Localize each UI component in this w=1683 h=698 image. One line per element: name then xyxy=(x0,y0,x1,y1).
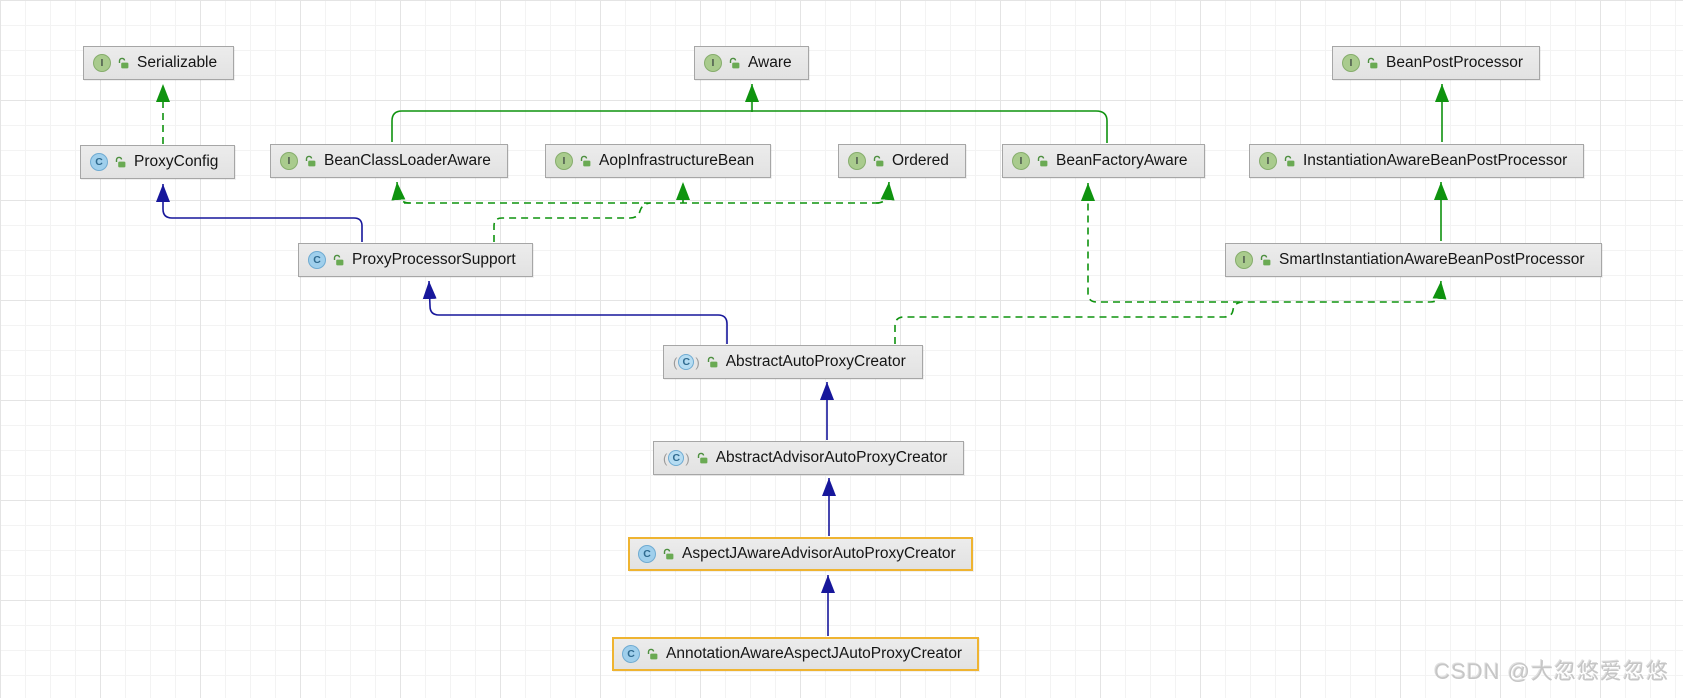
node-annotationawareaspectjautoproxycreator[interactable]: C AnnotationAwareAspectJAutoProxyCreator xyxy=(612,637,980,671)
interface-icon: I xyxy=(1235,251,1253,269)
interface-icon: I xyxy=(93,54,111,72)
lock-icon xyxy=(1036,155,1049,168)
edge-aapc-extends-pps[interactable] xyxy=(422,280,728,344)
node-aopinfrastructurebean[interactable]: I AopInfrastructureBean xyxy=(545,144,772,178)
edge-pps-implements-beanclassloaderaware[interactable] xyxy=(391,181,411,204)
interface-icon: I xyxy=(1342,54,1360,72)
class-icon: C xyxy=(622,645,640,663)
node-beanpostprocessor[interactable]: I BeanPostProcessor xyxy=(1332,46,1540,80)
node-proxyconfig[interactable]: C ProxyConfig xyxy=(80,145,236,179)
class-name-label: AbstractAutoProxyCreator xyxy=(725,353,906,370)
edge-pps-extends-proxyconfig[interactable] xyxy=(156,184,363,242)
class-name-label: BeanFactoryAware xyxy=(1056,152,1188,169)
lock-icon xyxy=(646,648,659,661)
class-name-label: Ordered xyxy=(892,152,949,169)
class-name-label: AopInfrastructureBean xyxy=(599,152,755,169)
edge-aapc-implements-beanfactoryaware[interactable] xyxy=(1081,183,1240,303)
class-name-label: AspectJAwareAdvisorAutoProxyCreator xyxy=(682,545,956,562)
node-aware[interactable]: I Aware xyxy=(694,46,809,80)
lock-icon xyxy=(696,452,709,465)
class-name-label: ProxyProcessorSupport xyxy=(352,251,516,268)
class-name-label: AnnotationAwareAspectJAutoProxyCreator xyxy=(666,645,963,662)
node-serializable[interactable]: I Serializable xyxy=(83,46,235,80)
interface-icon: I xyxy=(1012,152,1030,170)
lock-icon xyxy=(579,155,592,168)
class-name-label: SmartInstantiationAwareBeanPostProcessor xyxy=(1279,251,1585,268)
interface-icon: I xyxy=(704,54,722,72)
abstract-class-icon: C xyxy=(673,354,700,370)
node-beanclassloaderaware[interactable]: I BeanClassLoaderAware xyxy=(270,144,508,178)
class-name-label: Aware xyxy=(748,54,792,71)
edge-aapc-implements-smartinstantiationawarebpp[interactable] xyxy=(894,280,1447,344)
lock-icon xyxy=(1259,254,1272,267)
lock-icon xyxy=(304,155,317,168)
interface-icon: I xyxy=(1259,152,1277,170)
class-name-label: BeanPostProcessor xyxy=(1386,54,1523,71)
abstract-class-icon: C xyxy=(663,450,690,466)
edge-aware-trunk[interactable] xyxy=(391,110,1108,143)
node-instantiationawarebeanpostprocessor[interactable]: I InstantiationAwareBeanPostProcessor xyxy=(1249,144,1585,178)
interface-icon: I xyxy=(280,152,298,170)
lock-icon xyxy=(1366,57,1379,70)
node-ordered[interactable]: I Ordered xyxy=(838,144,966,178)
node-aspectjawareadvisorautoproxycreator[interactable]: C AspectJAwareAdvisorAutoProxyCreator xyxy=(628,537,973,571)
class-name-label: InstantiationAwareBeanPostProcessor xyxy=(1303,152,1568,169)
edge-pps-implements-ordered[interactable] xyxy=(875,181,895,204)
lock-icon xyxy=(728,57,741,70)
class-name-label: AbstractAdvisorAutoProxyCreator xyxy=(715,449,948,466)
node-proxyprocessorsupport[interactable]: C ProxyProcessorSupport xyxy=(298,243,533,277)
class-icon: C xyxy=(638,545,656,563)
lock-icon xyxy=(706,356,719,369)
lock-icon xyxy=(1283,155,1296,168)
class-name-label: ProxyConfig xyxy=(134,153,219,170)
node-smartinstantiationawarebeanpostprocessor[interactable]: I SmartInstantiationAwareBeanPostProcess… xyxy=(1225,243,1602,277)
lock-icon xyxy=(872,155,885,168)
node-abstractautoproxycreator[interactable]: C AbstractAutoProxyCreator xyxy=(663,345,923,379)
class-name-label: BeanClassLoaderAware xyxy=(324,152,491,169)
lock-icon xyxy=(332,254,345,267)
interface-icon: I xyxy=(848,152,866,170)
node-abstractadvisorautoproxycreator[interactable]: C AbstractAdvisorAutoProxyCreator xyxy=(653,441,965,475)
csdn-watermark: CSDN @大忽悠爱忽悠 xyxy=(1434,659,1669,684)
class-icon: C xyxy=(90,153,108,171)
edge-pps-implements-feeder[interactable] xyxy=(493,202,651,242)
lock-icon xyxy=(117,57,130,70)
interface-icon: I xyxy=(555,152,573,170)
class-icon: C xyxy=(308,251,326,269)
node-beanfactoryaware[interactable]: I BeanFactoryAware xyxy=(1002,144,1205,178)
lock-icon xyxy=(662,548,675,561)
lock-icon xyxy=(114,156,127,169)
class-name-label: Serializable xyxy=(137,54,218,71)
